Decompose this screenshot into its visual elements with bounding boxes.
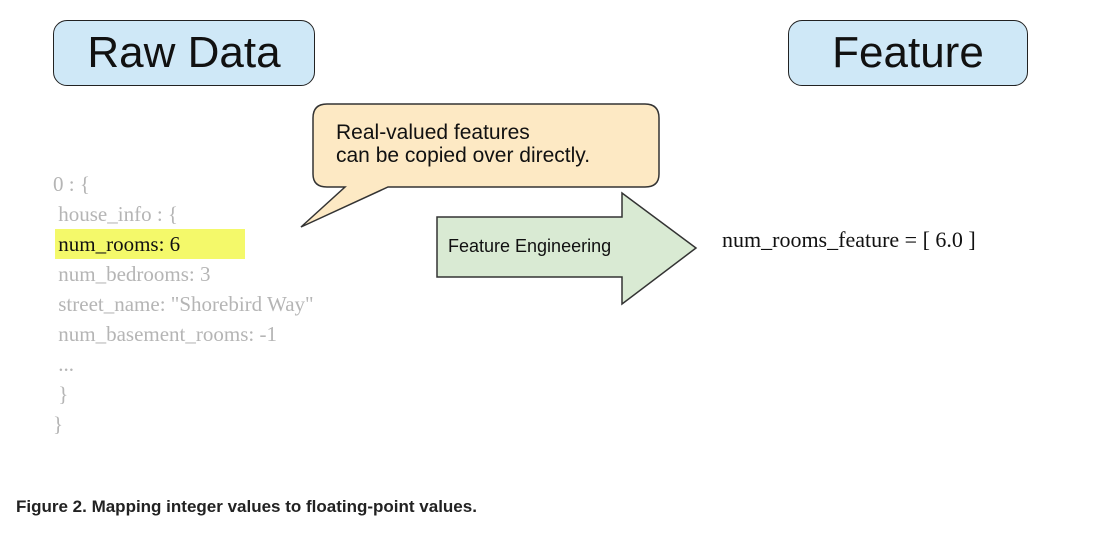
code-line: } [53, 382, 69, 406]
feature-title-text: Feature [832, 28, 984, 77]
code-line: num_bedrooms: 3 [53, 262, 211, 286]
feature-output: num_rooms_feature = [ 6.0 ] [722, 227, 976, 252]
code-line: } [53, 412, 64, 436]
callout-text: Real-valued features can be copied over … [336, 121, 656, 167]
feature-engineering-arrow [436, 191, 698, 306]
raw-data-title-text: Raw Data [87, 28, 281, 77]
code-line: ... [53, 352, 74, 376]
callout-line-2: can be copied over directly. [336, 144, 591, 167]
figure-caption: Figure 2. Mapping integer values to floa… [16, 497, 477, 516]
code-line-num-rooms: num_rooms: 6 [53, 232, 181, 256]
num-rooms-highlight [55, 229, 245, 259]
arrow-label: Feature Engineering [448, 236, 612, 256]
feature-title: Feature [788, 20, 1028, 86]
raw-data-title: Raw Data [53, 20, 315, 86]
code-line: num_basement_rooms: -1 [53, 322, 277, 346]
callout-bubble [300, 103, 660, 228]
callout-line-1: Real-valued features [336, 121, 530, 144]
code-line: 0 : { [53, 172, 90, 196]
code-line: street_name: "Shorebird Way" [53, 292, 314, 316]
code-line: house_info : { [53, 202, 178, 226]
